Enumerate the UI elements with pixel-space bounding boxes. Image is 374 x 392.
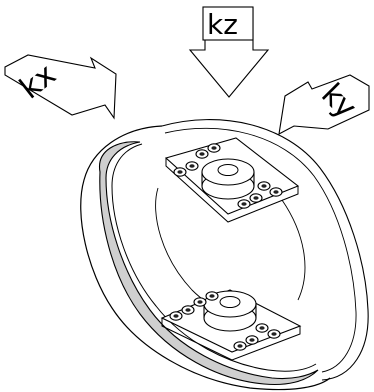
force-arrow-ky: ky bbox=[278, 74, 370, 136]
bolt-icon bbox=[193, 297, 207, 307]
bolt-icon bbox=[257, 181, 271, 191]
bolt-icon bbox=[173, 167, 187, 177]
bolt-icon bbox=[237, 199, 251, 209]
kz-label: kz bbox=[207, 8, 238, 41]
bolt-icon bbox=[207, 143, 221, 153]
top-bolts bbox=[173, 143, 283, 209]
bolt-icon bbox=[267, 329, 281, 339]
force-arrow-kx: kx bbox=[4, 54, 117, 120]
bolt-icon bbox=[249, 193, 263, 203]
top-mount-plate bbox=[164, 137, 300, 223]
bolt-icon bbox=[185, 161, 199, 171]
bolt-icon bbox=[269, 187, 283, 197]
bolt-icon bbox=[169, 311, 183, 321]
bolt-icon bbox=[245, 335, 259, 345]
bolt-icon bbox=[233, 341, 247, 351]
bolt-icon bbox=[205, 291, 219, 301]
bottom-bolts bbox=[169, 291, 281, 351]
bolt-icon bbox=[181, 305, 195, 315]
force-arrow-kz: kz bbox=[188, 6, 270, 98]
bolt-icon bbox=[195, 149, 209, 159]
bolt-icon bbox=[255, 323, 269, 333]
